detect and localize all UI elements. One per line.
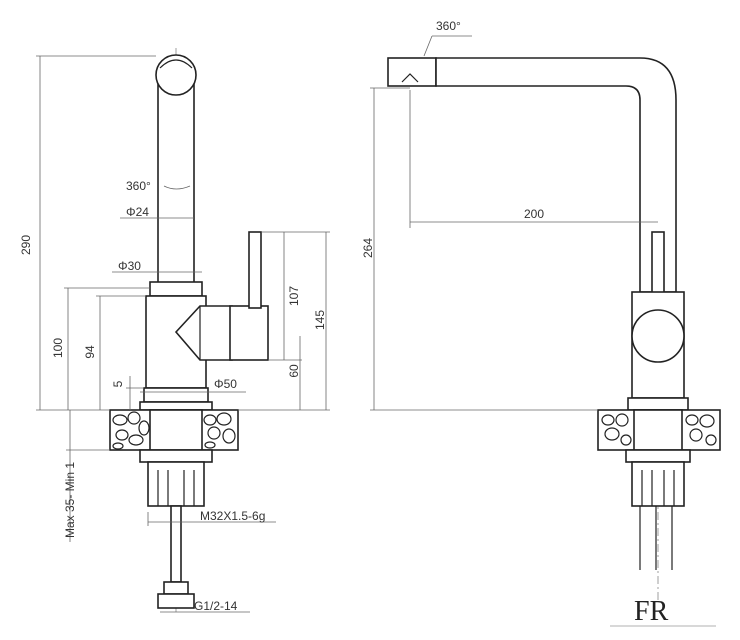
dim-lever-bottom: 60 (287, 364, 301, 378)
dim-body-upper-diameter: Φ30 (118, 259, 141, 273)
base-plate (139, 401, 213, 411)
spout-arm (435, 57, 677, 293)
hose-nut (163, 581, 189, 595)
side-view: 290 100 94 5 107 145 60 360° Φ24 Φ30 (19, 48, 330, 613)
lever-hub (229, 305, 269, 361)
supply-hose (170, 505, 182, 583)
dim-worktop-thickness: Max 35- Min 1 (63, 462, 77, 538)
hose-connector (157, 593, 195, 609)
body-collar (149, 281, 203, 297)
locking-nut (139, 449, 213, 463)
spout-head (155, 54, 197, 96)
front-worktop-stone-pattern (601, 413, 717, 446)
front-shank-in-worktop (633, 409, 683, 451)
front-lever-hub (631, 309, 685, 363)
rotation-leader-front (423, 35, 433, 57)
dim-spout-diameter: Φ24 (126, 205, 149, 219)
brand-logo: FR (610, 596, 716, 627)
dim-body-height: 100 (51, 338, 65, 358)
dim-hose-connector: G1/2-14 (194, 599, 238, 613)
dim-base-diameter: Φ50 (214, 377, 237, 391)
rotation-arc-side (163, 185, 191, 190)
dim-lever-total: 145 (313, 310, 327, 330)
spout-pipe (157, 77, 195, 291)
dim-front-height: 264 (361, 238, 375, 258)
dim-thread: M32X1.5-6g (200, 509, 265, 523)
shank-in-worktop (149, 409, 203, 451)
front-locking-nut (625, 449, 691, 463)
dim-height-total: 290 (19, 235, 33, 255)
dim-handle-center: 94 (83, 345, 97, 359)
front-view: 360° 200 264 (361, 19, 721, 600)
dim-spout-reach: 200 (524, 207, 544, 221)
dim-rotation-front: 360° (436, 19, 461, 33)
body-base (143, 387, 209, 403)
worktop-stone-pattern (112, 411, 236, 450)
dim-rotation-side: 360° (126, 179, 151, 193)
spout-outlet (387, 57, 437, 87)
front-threaded-shank (631, 461, 685, 507)
outlet-aerator (401, 73, 419, 83)
lever-handle (248, 231, 262, 309)
front-base (627, 397, 689, 411)
spout-head-detail (159, 59, 193, 69)
dim-base-gap: 5 (111, 380, 125, 387)
threaded-shank (147, 461, 205, 507)
dim-lever-top: 107 (287, 286, 301, 306)
brand-logo-mark: FR (634, 596, 669, 627)
